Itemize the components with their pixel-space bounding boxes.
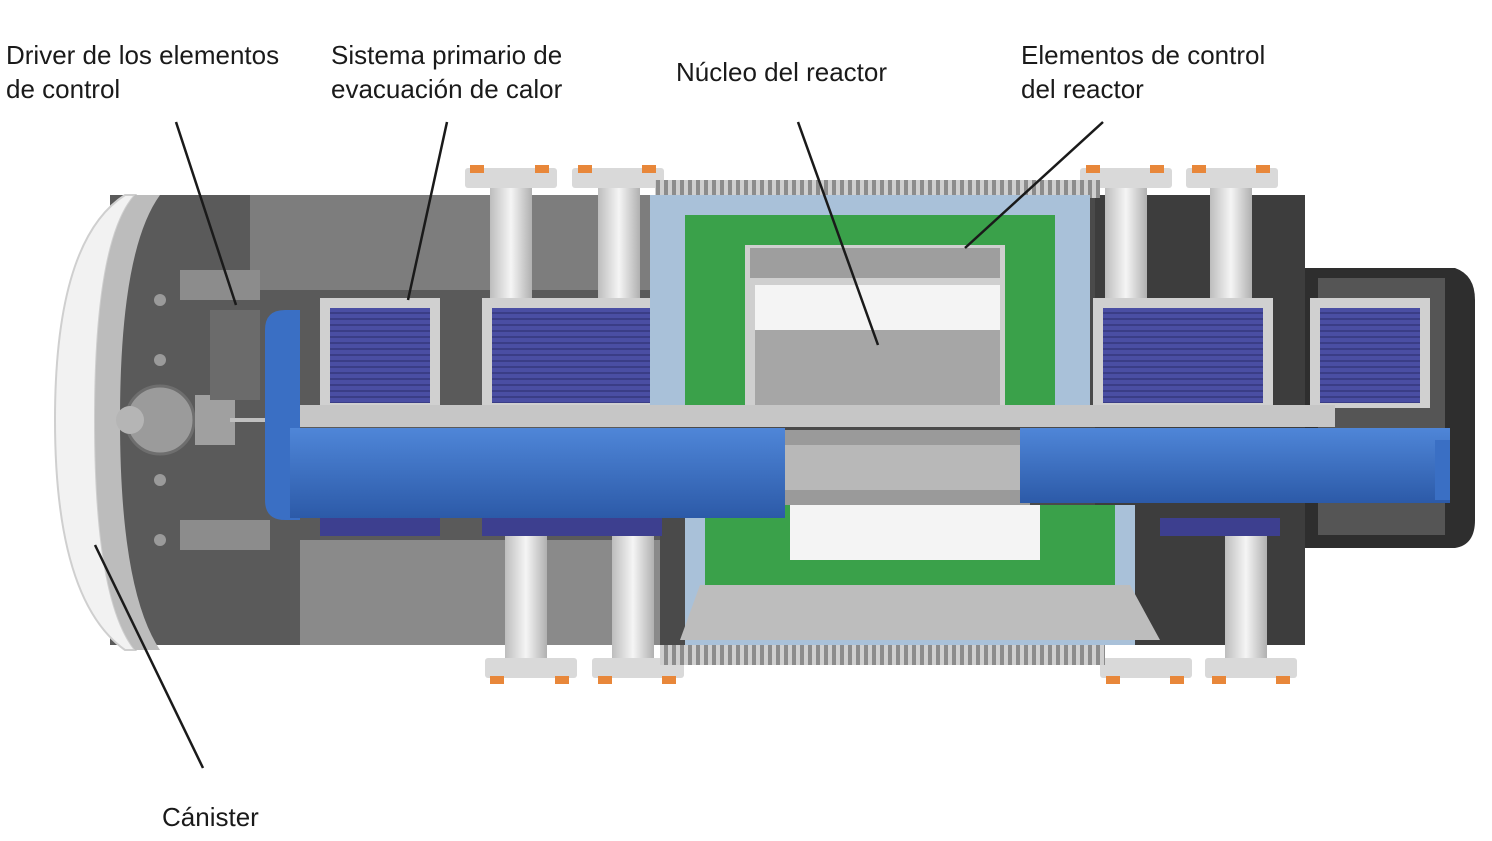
central-heat-pipe-rod: [265, 310, 1450, 520]
label-driver-line2: de control: [6, 74, 121, 104]
reactor-core-assembly: [650, 195, 1160, 645]
label-reactor-control-elements: Elementos de control del reactor: [1021, 38, 1265, 106]
label-driver-line1: Driver de los elementos: [6, 40, 280, 70]
label-primary-line1: Sistema primario de: [331, 40, 563, 70]
control-element-driver: [116, 270, 300, 550]
cooling-fins: [655, 180, 1105, 665]
primary-heat-removal-panels: [320, 298, 1430, 536]
label-control-line1: Elementos de control: [1021, 40, 1266, 70]
label-canister-line1: Cánister: [162, 802, 259, 832]
canister: [53, 194, 166, 651]
label-primary-heat-removal: Sistema primario de evacuación de calor: [331, 38, 562, 106]
label-control-line2: del reactor: [1021, 74, 1144, 104]
label-primary-line2: evacuación de calor: [331, 74, 563, 104]
label-reactor-core: Núcleo del reactor: [676, 55, 887, 89]
label-core-line1: Núcleo del reactor: [676, 57, 887, 87]
leader-lines: [93, 121, 1104, 769]
label-canister: Cánister: [162, 800, 259, 834]
support-struts: [465, 165, 1297, 684]
label-driver-control-elements: Driver de los elementos de control: [6, 38, 279, 106]
